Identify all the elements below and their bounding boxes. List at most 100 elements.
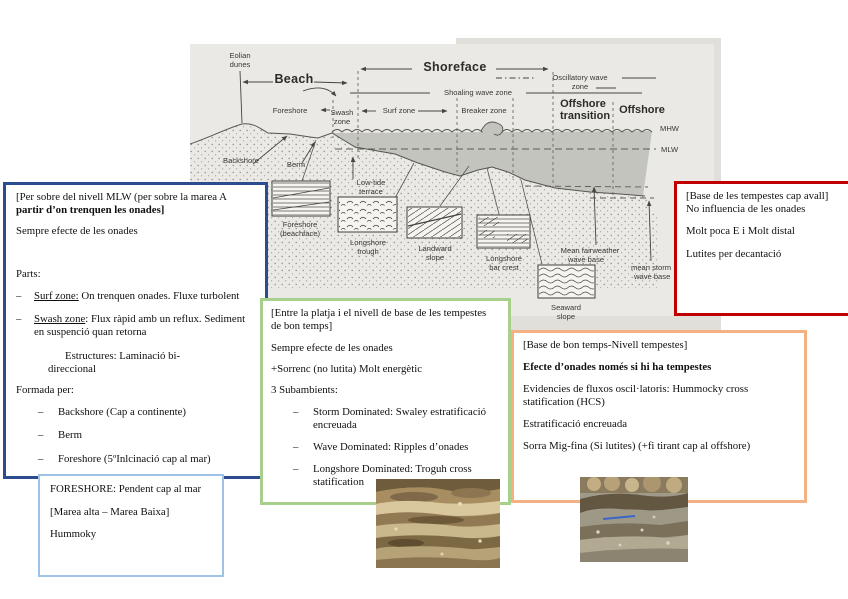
structure-connectors (301, 139, 543, 265)
label-foreshore-zone: Foreshore (272, 106, 308, 115)
label-backshore: Backshore (223, 156, 259, 165)
zone-boundaries (332, 71, 614, 196)
orange-line-2: Efecte d’onades només si hi ha tempestes (523, 361, 712, 373)
beachface-structure-box (271, 180, 331, 217)
label-berm: Berm (286, 160, 306, 169)
landward-slope-structure-box (406, 206, 463, 239)
label-offshore-transition-2: transition (559, 110, 611, 122)
red-line-3: Molt poca E i Molt distal (686, 225, 795, 237)
blue-always-waves: Sempre efecte de les onades (16, 225, 138, 237)
label-swash-zone: Swash (330, 108, 354, 117)
longshore-bar-crest-structure-box (476, 214, 531, 249)
blue-structures-1: Estructures: Laminació bi- (65, 350, 181, 362)
green-bullet-wave: – Wave Dominated: Ripples d’onades (271, 441, 508, 454)
seaward-slope-structure-box (537, 264, 596, 299)
blue-header-2: partir d’on trenquen les onades] (16, 204, 165, 216)
swash-zone-desc: : Flux ràpid amb un reflux. Sediment (85, 313, 246, 325)
label-storm-base-2: wave base (634, 272, 671, 281)
label-offshore-transition: Offshore (560, 98, 606, 110)
water-body (332, 131, 652, 196)
label-shoaling-wave-zone: Shoaling wave zone (444, 88, 512, 97)
blue-swash-line-2: en suspenció quan retorna (34, 326, 147, 338)
outcrop-photo-trough-cross (376, 479, 500, 568)
coastal-profile-diagram: Eolian dunes Beach Shoreface Foreshore S… (190, 38, 721, 331)
green-wave-text: Wave Dominated: Ripples d’onades (313, 441, 469, 453)
green-always-waves: Sempre efecte de les onades (271, 342, 393, 354)
diagram-arrows (239, 66, 656, 262)
sand-body (190, 123, 658, 288)
label-structure-beachface: Foreshore (282, 220, 318, 229)
label-beach: Beach (274, 72, 314, 86)
orange-line-4: Estratificació encreuada (523, 418, 628, 430)
bullet-dash: – (293, 441, 299, 453)
annotation-box-storm-base: [Base de les tempestes cap avall] No inf… (674, 181, 848, 316)
bullet-dash: – (16, 313, 22, 325)
bullet-dash: – (293, 463, 299, 475)
breaker-wave-curl (480, 121, 504, 136)
label-surf-zone: Surf zone (382, 106, 416, 115)
outcrop-photo-hcs (580, 474, 688, 562)
label-fairweather-base-2: wave base (567, 255, 605, 264)
lightblue-line-1: FORESHORE: Pendent cap al mar (50, 483, 202, 495)
lightblue-line-3: Hummoky (50, 528, 97, 540)
label-lowtide-terrace: Low-tide (356, 178, 386, 187)
annotation-box-offshore-transition: [Base de bon temps-Nivell tempestes] Efe… (511, 330, 807, 503)
label-structure-landward: Landward (418, 244, 452, 253)
blue-scale-mark (602, 515, 636, 520)
fairweather-base-line (524, 185, 649, 188)
bullet-dash: – (38, 406, 44, 418)
diagram-graphics (190, 38, 721, 331)
label-structure-barcrest: Longshore (486, 254, 522, 263)
annotation-box-beach: [Per sobre del nivell MLW (per sobre la … (3, 182, 268, 479)
green-sub-title: 3 Subambients: (271, 384, 338, 396)
green-storm-text-2: encreuada (313, 419, 357, 431)
label-structure-beachface-2: (beachface) (279, 229, 321, 238)
orange-line-3b: statification (HCS) (523, 396, 605, 408)
label-oscillatory-wave-zone-2: zone (571, 82, 589, 91)
green-header-2: de bon temps] (271, 320, 333, 332)
bullet-dash: – (38, 453, 44, 465)
label-eolian-dunes-2: dunes (229, 60, 251, 69)
blue-formed-berm: Berm (58, 429, 82, 441)
bullet-dash: – (16, 290, 22, 302)
label-structure-seaward-2: slope (556, 312, 576, 321)
label-lowtide-terrace-2: terrace (359, 187, 383, 196)
label-structure-seaward: Seaward (551, 303, 581, 312)
outcrop-photo-2-graphic (580, 474, 688, 562)
red-line-4: Lutites per decantació (686, 248, 782, 260)
green-storm-text: Storm Dominated: Swaley estratificació (313, 406, 487, 418)
annotation-box-foreshore: FORESHORE: Pendent cap al mar [Marea alt… (38, 474, 224, 577)
label-structure-trough: Longshore (350, 238, 386, 247)
lightblue-line-2: [Marea alta – Marea Baixa] (50, 506, 170, 518)
label-breaker-zone: Breaker zone (461, 106, 507, 115)
bullet-dash: – (293, 406, 299, 418)
green-header-1: [Entre la platja i el nivell de base de … (271, 307, 487, 319)
label-storm-base: mean storm (631, 263, 672, 272)
annotation-box-shoreface: [Entre la platja i el nivell de base de … (260, 298, 511, 505)
label-offshore: Offshore (619, 104, 665, 116)
label-oscillatory-wave-zone: Oscillatory wave (552, 73, 608, 82)
red-line-2: No influencia de les onades (686, 203, 806, 215)
orange-line-3a: Evidencies de fluxos oscil·latoris: Humm… (523, 383, 749, 395)
label-swash-zone-2: zone (333, 117, 351, 126)
label-mhw: MHW (660, 124, 679, 133)
label-structure-trough-2: trough (357, 247, 379, 256)
label-structure-landward-2: slope (425, 253, 445, 262)
longshore-trough-structure-box (337, 196, 398, 233)
swash-zone-term: Swash zone (34, 313, 86, 325)
blue-bullet-surf-text: Surf zone: On trenquen onades. Fluxe tur… (34, 290, 239, 303)
blue-bullet-surf: – Surf zone: On trenquen onades. Fluxe t… (16, 290, 265, 303)
blue-formed-item: – Foreshore (5ºInlcinació cap al mar) (16, 453, 265, 466)
outcrop-photo-1-graphic (376, 479, 500, 568)
structure-pattern-boxes (271, 180, 596, 299)
label-eolian-dunes: Eolian (229, 51, 251, 60)
bullet-dash: – (38, 429, 44, 441)
label-mlw: MLW (661, 145, 679, 154)
blue-bullet-swash: – Swash zone: Flux ràpid amb un reflux. … (16, 313, 265, 326)
green-sandy: +Sorrenc (no lutita) Molt energètic (271, 363, 423, 375)
surf-zone-term: Surf zone: (34, 290, 79, 302)
green-longshore-text: Longshore Dominated: Troguh cross (313, 463, 472, 475)
blue-formed-item: – Berm (16, 429, 265, 442)
label-fairweather-base: Mean fairweather (560, 246, 620, 255)
